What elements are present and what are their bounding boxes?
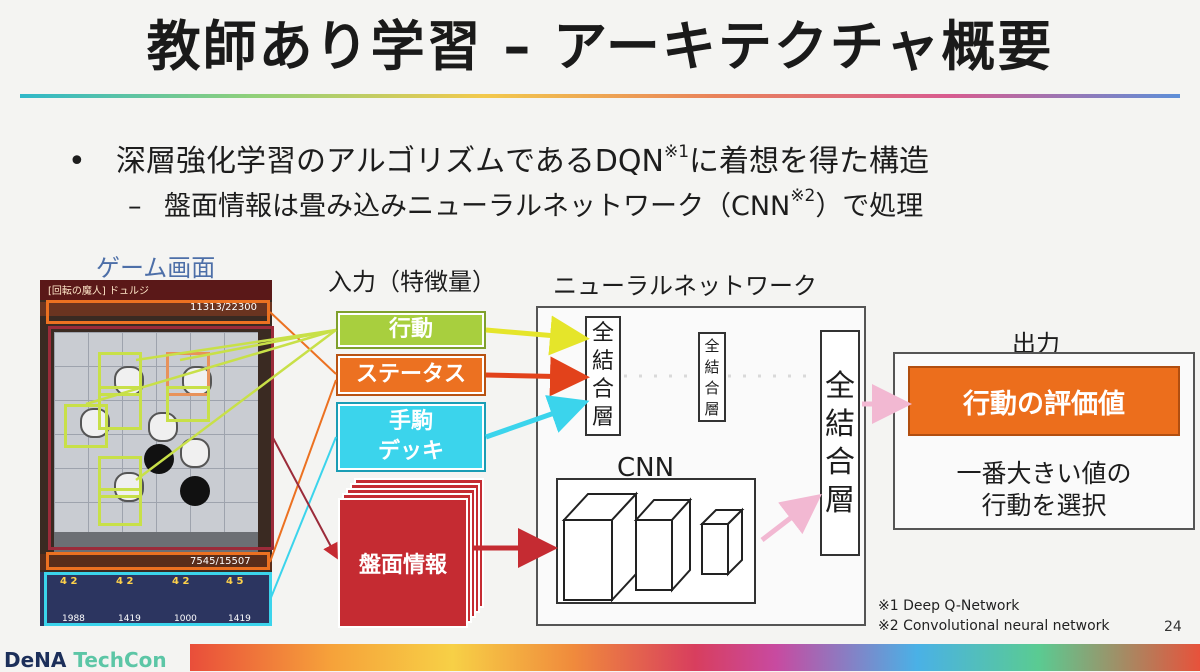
deck-region-outline [44,572,272,626]
bullet-2: –盤面情報は畳み込みニューラルネットワーク（CNN※2）で処理 [128,184,923,223]
fc-layer-2: 全結合層 [698,332,726,422]
highlight-square [64,404,108,448]
footnote-1: ※1 Deep Q-Network [878,598,1020,614]
deck-cost: 1419 [228,614,251,624]
input-deck-line1: 手駒 [388,409,433,434]
input-board-text: 盤面情報 [358,553,447,578]
bullet-1-suffix: に着想を得た構造 [689,144,930,179]
deck-stat: 4 2 [60,576,78,587]
board-hole [180,476,210,506]
status-region-outline [46,552,270,570]
brand-accent: TechCon [73,648,167,672]
bullet-dash: – [128,191,142,222]
game-screen-label: ゲーム画面 [96,254,216,282]
deck-stat: 4 2 [116,576,134,587]
fc-layer-3-text: 全結合層 [825,369,855,518]
output-value-box: 行動の評価値 [908,366,1180,436]
game-status-text: 7545/15507 [190,556,251,567]
brand-name: DeNA [4,648,74,672]
status-region-outline [46,300,270,324]
deck-cost: 1988 [62,614,85,624]
game-status-bar [40,554,272,570]
deck-stat: 4 2 [172,576,190,587]
input-board-stack: 盤面情報 [338,478,484,628]
fc-layer-1-text: 全結合層 [592,321,615,430]
footnote-2: ※2 Convolutional neural network [878,618,1110,634]
board-region-outline [48,326,274,550]
output-desc-line2: 行動を選択 [981,491,1107,520]
deck-stat: 4 5 [226,576,244,587]
footer-color-stripe [190,644,1200,671]
line-deck [269,436,337,601]
bullet-1-text: 深層強化学習のアルゴリズムであるDQN [116,144,664,179]
deck-cost: 1000 [174,614,197,624]
game-hp-bar [40,302,272,316]
title-divider [20,94,1180,98]
board-layer-front: 盤面情報 [338,498,468,628]
fc-layer-1: 全結合層 [585,316,621,436]
network-label: ニューラルネットワーク [553,272,817,300]
page-number: 24 [1164,619,1182,635]
bullet-2-note: ※2 [790,186,816,206]
line-status-1 [269,311,337,375]
bullet-1-note: ※1 [663,142,690,162]
line-board [271,435,338,560]
bullet-2-suffix: ）で処理 [815,191,924,222]
game-deck [40,572,272,626]
line-status-2 [269,379,337,563]
fc-layer-3: 全結合層 [820,330,860,556]
game-top-bar [40,280,272,300]
brand-logo: DeNA TechCon [4,648,167,672]
slide-title: 教師あり学習 – アーキテクチャ概要 [146,15,1054,78]
fc-layer-2-text: 全結合層 [704,337,720,418]
output-value-text: 行動の評価値 [963,388,1125,420]
input-action-box: 行動 [336,311,486,349]
input-action-text: 行動 [388,317,433,342]
bullet-1: • 深層強化学習のアルゴリズムであるDQN※1に着想を得た構造 [68,136,929,180]
highlight-square [98,488,142,526]
bullet-dot: • [68,144,86,179]
game-hp-text: 11313/22300 [190,302,257,313]
output-desc-line1: 一番大きい値の [956,459,1132,488]
input-status-box: ステータス [336,354,486,396]
input-deck-line2: デッキ [377,439,444,464]
input-label: 入力（特徴量） [328,268,496,296]
bullet-2-text: 盤面情報は畳み込みニューラルネットワーク（CNN [164,191,791,222]
input-status-text: ステータス [355,362,466,387]
game-top-text: [回転の魔人] ドュルジ [48,286,149,297]
cnn-box [556,478,756,604]
deck-cost: 1419 [118,614,141,624]
input-deck-box: 手駒デッキ [336,402,486,472]
